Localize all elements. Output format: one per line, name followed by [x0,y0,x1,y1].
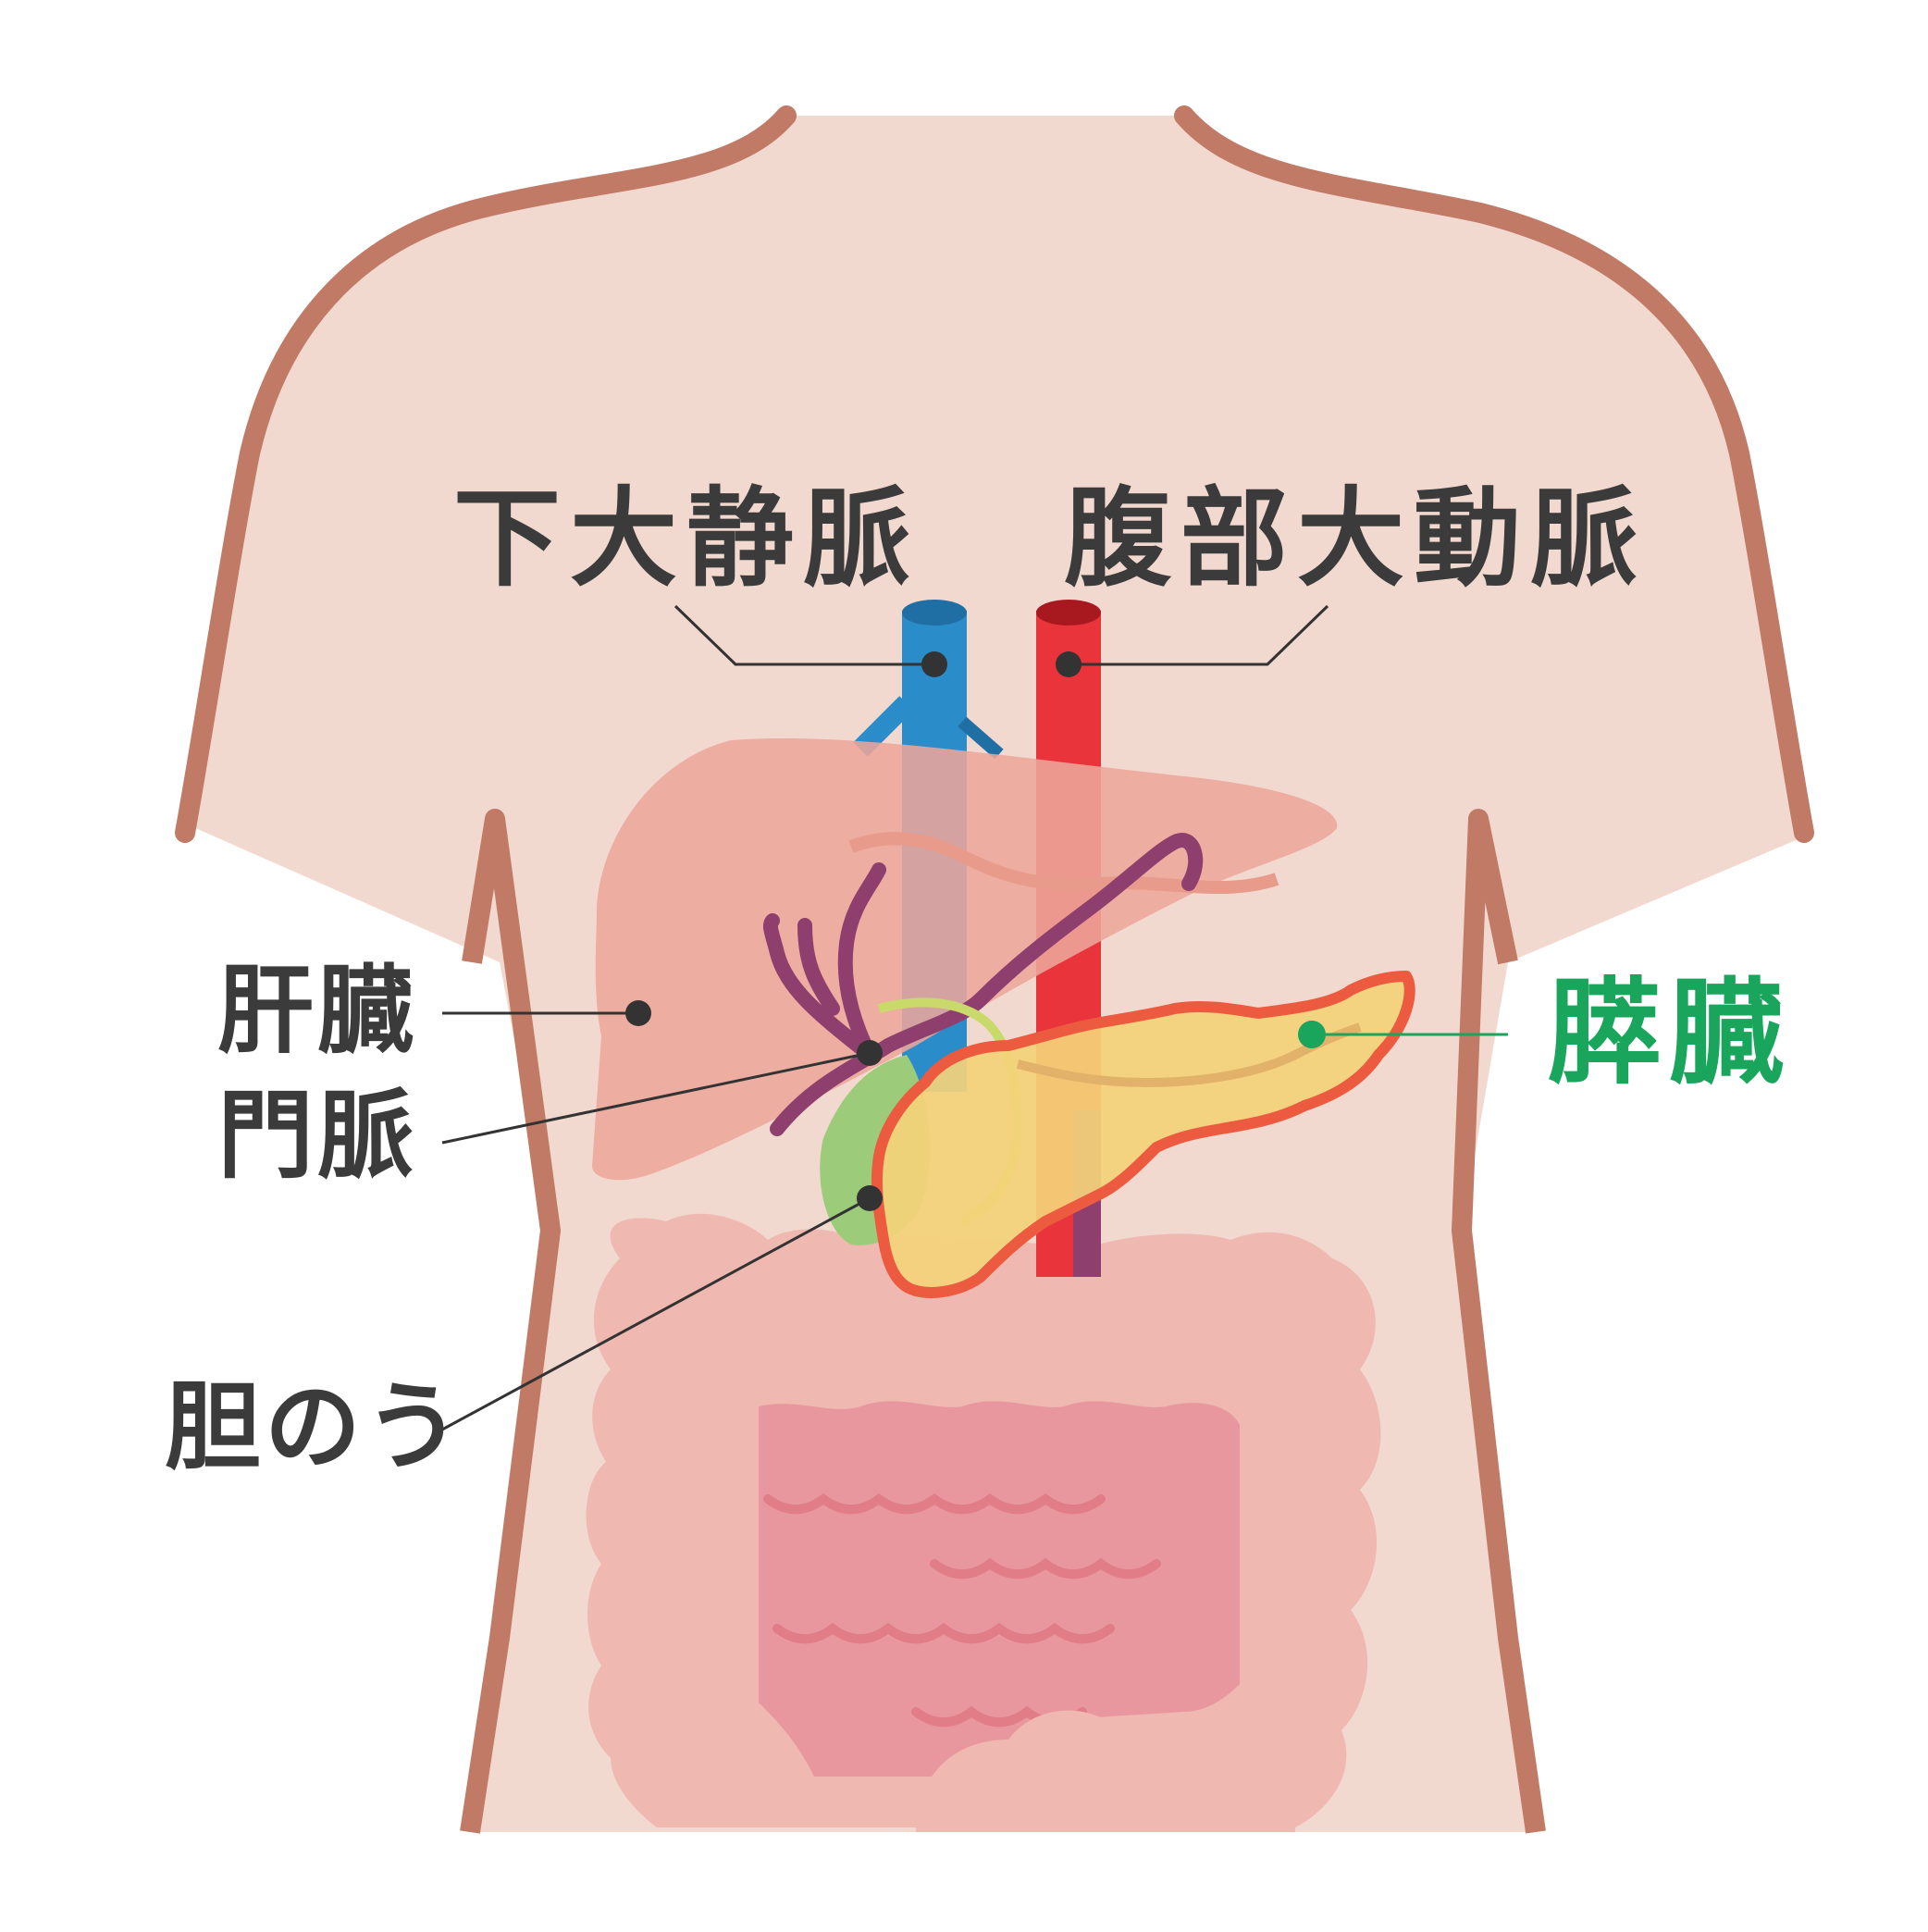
label-ivc: 下大静脈 [453,477,920,601]
dot-ivc [921,651,947,677]
dot-gallbladder [857,1185,883,1211]
label-pancreas: 膵臓 [1547,967,1792,1100]
liver-vessel [848,832,1279,895]
armpit-left [460,809,561,1834]
pancreas-organ [871,971,1415,1298]
dot-aorta [1056,651,1081,677]
torso-outline-left [175,105,797,843]
leader-line-aorta [1069,604,1329,666]
label-gallbladder: 胆のう [165,1370,465,1483]
liver-organ [592,738,1338,1181]
leader-dots [625,651,1326,1211]
leader-line-portal-vein [441,1051,871,1145]
dot-pancreas [1298,1021,1326,1048]
portal-vein [762,833,1204,1136]
armpit-right [1452,809,1546,1834]
leader-lines [441,604,1508,1431]
dot-portal-vein [857,1040,883,1066]
label-liver: 肝臓 [217,954,418,1067]
torso-outline-right [1174,105,1814,843]
label-aorta: 腹部大動脈 [1064,477,1647,601]
leader-line-ivc [674,604,934,666]
label-portal-vein: 門脈 [217,1079,418,1192]
leader-line-gallbladder [441,1196,871,1431]
small-intestine [759,1401,1295,1832]
dot-liver [625,1000,651,1026]
